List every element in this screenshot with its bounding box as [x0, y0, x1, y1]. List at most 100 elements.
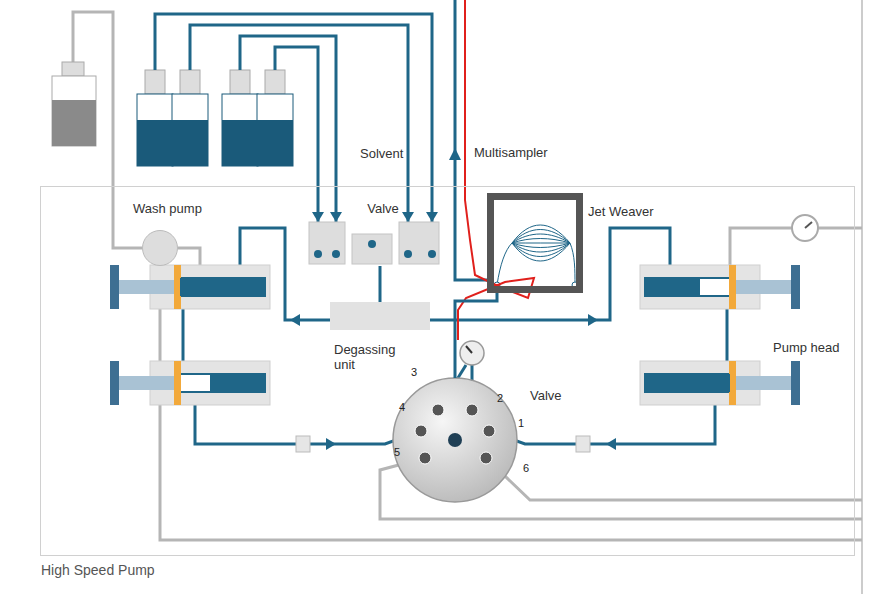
frame-line	[861, 0, 863, 594]
flow-arrow	[330, 212, 342, 222]
node-label: Valve	[530, 388, 562, 403]
solvent-bottle	[230, 70, 250, 94]
port-number: 1	[518, 417, 524, 429]
solvent-tubing	[240, 36, 336, 222]
node-label: Valve	[305, 201, 461, 216]
flow-arrow	[606, 438, 616, 450]
solvent-tubing	[190, 25, 408, 222]
flow-tube	[455, 293, 497, 378]
pump-housing: High Speed PumpWash pumpValveJet WeaverD…	[40, 186, 855, 556]
wash-pump: Wash pump	[142, 230, 178, 266]
wash-tubing	[730, 228, 792, 265]
port-number: 5	[394, 446, 400, 458]
jet-weaver-channels	[512, 239, 570, 244]
valve-disc	[432, 404, 444, 416]
solvent-valve	[368, 240, 376, 248]
solvent-bottle	[172, 120, 208, 166]
pump-head	[210, 374, 265, 392]
valve-disc	[393, 378, 517, 502]
solvent-valve	[404, 250, 412, 258]
wash-tubing	[818, 227, 862, 230]
solvent-bottle	[222, 94, 258, 166]
pressure-gauge	[805, 222, 812, 228]
solvent-bottle	[137, 94, 173, 166]
waste-bottle	[52, 76, 96, 146]
pump-head	[110, 265, 270, 309]
part-label: Pump head	[773, 340, 840, 355]
node-label: Jet Weaver	[588, 204, 654, 219]
valve-disc	[483, 425, 495, 437]
jet-weaver-channels	[512, 234, 570, 243]
solvent-line	[726, 309, 729, 361]
valve-disc	[448, 433, 462, 447]
jet-weaver-channels	[512, 243, 570, 257]
pressure-gauge	[466, 346, 472, 353]
solvent-line	[455, 0, 490, 280]
node-label: High Speed Pump	[41, 563, 155, 578]
solvent-tubing	[275, 47, 318, 222]
pump-head	[110, 361, 270, 405]
flow-arrow	[290, 314, 300, 326]
solvent-tubing	[155, 14, 432, 222]
jet-weaver-channels	[497, 243, 512, 285]
waste-bottle	[62, 62, 84, 76]
check-valve	[576, 436, 590, 452]
flow-arrow	[588, 314, 598, 326]
flow-arrow	[326, 438, 336, 450]
wash-tubing	[486, 458, 862, 500]
wash-tubing	[178, 248, 200, 265]
solvent-valve	[332, 250, 340, 258]
valve-disc	[466, 404, 478, 416]
solvent-bottle	[180, 70, 200, 94]
flow-tube	[379, 266, 382, 302]
port-number: 2	[497, 392, 503, 404]
jet-weaver: Jet Weaver	[487, 193, 583, 293]
part-label: Multisampler	[474, 145, 548, 160]
degassing-unit: Degassing unit	[330, 302, 430, 330]
pressure-gauge	[792, 215, 818, 241]
solvent-bottle	[145, 70, 165, 94]
flow-arrow	[426, 212, 438, 222]
waste-bottle	[52, 62, 96, 146]
node-label: Wash pump	[133, 201, 202, 216]
jet-weaver-channels	[512, 243, 570, 248]
solvent-valve	[309, 222, 345, 264]
solvent-line	[489, 405, 715, 444]
solvent-valve	[428, 250, 436, 258]
jet-weaver-channels	[570, 243, 575, 285]
pressure-gauge	[460, 341, 484, 365]
jet-weaver-channels	[494, 225, 578, 288]
solvent-bottle	[137, 120, 173, 166]
check-valve	[296, 436, 310, 452]
node-label: Degassing unit	[334, 342, 406, 372]
solvent-bottle	[137, 70, 293, 166]
solvent-valve	[309, 222, 439, 264]
valve-disc	[419, 452, 431, 464]
pump-head	[640, 361, 800, 405]
waste-bottle	[52, 100, 96, 146]
pump-head	[645, 374, 730, 392]
solvent-valve	[399, 222, 439, 264]
solvent-valve	[314, 250, 322, 258]
valve-disc	[393, 378, 517, 502]
solvent-tubing	[155, 14, 432, 222]
solvent-valve	[352, 234, 392, 264]
port-number: 4	[399, 401, 405, 413]
solvent-bottle	[265, 70, 285, 94]
part-label: Solvent	[360, 146, 403, 161]
pump-head	[645, 278, 700, 296]
pressure-gauge	[460, 341, 484, 365]
flow-arrow	[402, 212, 414, 222]
port-number: 6	[523, 462, 529, 474]
solvent-valve: Valve	[305, 198, 461, 266]
pressure-gauge	[792, 215, 818, 241]
jet-weaver-channels	[512, 243, 570, 244]
flow-arrow	[449, 148, 461, 160]
jet-weaver-channels	[512, 243, 570, 261]
valve-disc	[480, 452, 492, 464]
solvent-line	[182, 309, 185, 361]
pump-head	[180, 278, 265, 296]
